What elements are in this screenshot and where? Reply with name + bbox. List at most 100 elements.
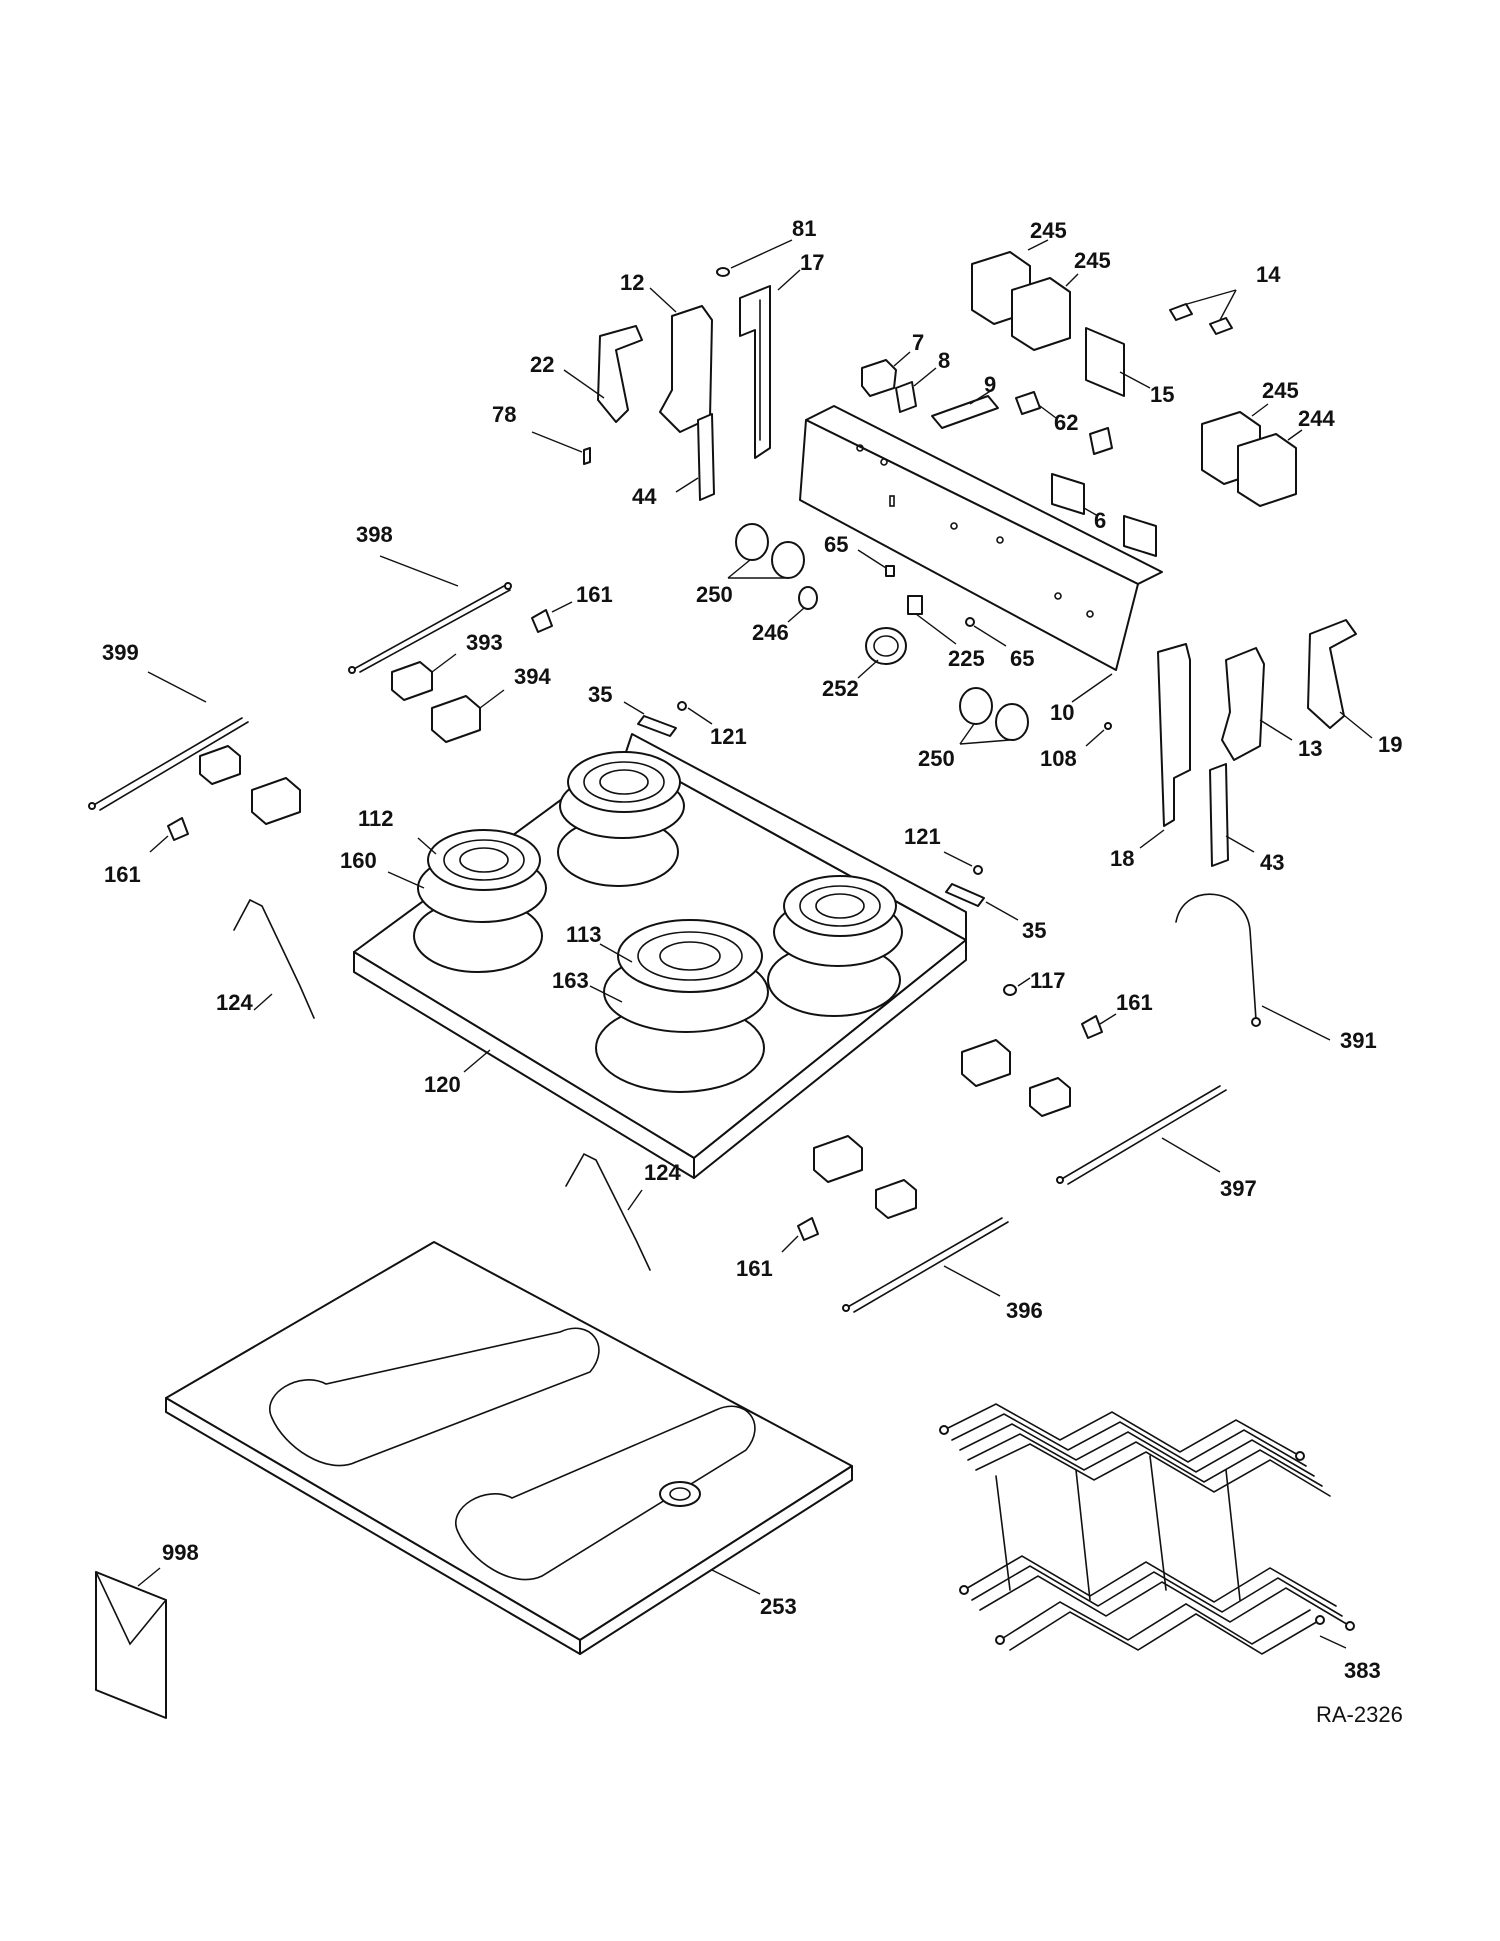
part-225-indicator: 225: [907, 595, 985, 671]
part-9-nameplate: 9: [931, 372, 999, 429]
part-250-knobs-a: 250: [696, 523, 805, 607]
callout-19: 19: [1378, 732, 1402, 757]
part-13-end-cap: 13: [1221, 647, 1322, 761]
callout-245-a: 245: [1030, 218, 1067, 243]
callout-161-b: 161: [104, 862, 141, 887]
part-124-rod-a: 124: [216, 898, 315, 1019]
callout-7: 7: [912, 330, 924, 355]
callout-120: 120: [424, 1072, 461, 1097]
callout-121-b: 121: [904, 824, 941, 849]
part-10-backguard: 10: [799, 405, 1163, 725]
callout-393: 393: [466, 630, 503, 655]
part-108-screw: 108: [1040, 722, 1112, 771]
callout-253: 253: [760, 1594, 797, 1619]
callout-112: 112: [358, 806, 394, 831]
part-252-knob: 252: [822, 627, 907, 701]
callout-35-b: 35: [1022, 918, 1046, 943]
part-14-clips: 14: [1169, 262, 1281, 335]
part-161-receptacle-d: 161: [736, 1217, 819, 1281]
part-81-screw: 81: [716, 216, 816, 277]
callout-6: 6: [1094, 508, 1106, 533]
callout-391: 391: [1340, 1028, 1377, 1053]
callout-17: 17: [800, 250, 824, 275]
callout-12: 12: [620, 270, 644, 295]
part-112-burner-left-front: 112 160: [340, 806, 547, 973]
callout-225: 225: [948, 646, 985, 671]
part-121-screw-a: 121: [677, 701, 747, 749]
callout-245-c: 245: [1262, 378, 1299, 403]
callout-22: 22: [530, 352, 554, 377]
callout-9: 9: [984, 372, 996, 397]
callout-15: 15: [1150, 382, 1174, 407]
callout-108: 108: [1040, 746, 1077, 771]
part-8-switch: 8: [895, 348, 950, 413]
part-113-burner-right-front: 113 163: [552, 919, 769, 1093]
callout-113: 113: [566, 922, 602, 947]
part-65-clip-a: 65: [824, 532, 895, 577]
part-244-switch: 244: [1237, 406, 1335, 507]
callout-78: 78: [492, 402, 516, 427]
callout-10: 10: [1050, 700, 1074, 725]
part-396-harness: 396: [813, 1135, 1043, 1323]
part-17-bracket: 17: [739, 250, 824, 459]
callout-245-b: 245: [1074, 248, 1111, 273]
callout-65-b: 65: [1010, 646, 1034, 671]
callout-121-a: 121: [710, 724, 747, 749]
callout-62: 62: [1054, 410, 1078, 435]
callout-398: 398: [356, 522, 393, 547]
part-44-bracket: 44: [632, 413, 715, 509]
part-397-harness: 397: [961, 1039, 1257, 1201]
part-35-bracket-b: 35: [945, 883, 1046, 943]
part-383-wire-harness: 383: [939, 1403, 1381, 1683]
callout-163: 163: [552, 968, 589, 993]
callout-44: 44: [632, 484, 657, 509]
part-246-knob: 246: [752, 586, 818, 645]
part-394-block: 394: [431, 664, 551, 743]
callout-394: 394: [514, 664, 551, 689]
part-35-bracket-a: 35: [588, 682, 677, 737]
callout-250-a: 250: [696, 582, 733, 607]
callout-160: 160: [340, 848, 377, 873]
callout-244: 244: [1298, 406, 1335, 431]
callout-81: 81: [792, 216, 816, 241]
callout-161-c: 161: [1116, 990, 1153, 1015]
callout-399: 399: [102, 640, 139, 665]
callout-65-a: 65: [824, 532, 848, 557]
part-12-end-cap: 12: [620, 270, 713, 433]
callout-13: 13: [1298, 736, 1322, 761]
callout-124-a: 124: [216, 990, 253, 1015]
callout-246: 246: [752, 620, 789, 645]
part-998-literature: 998: [95, 1540, 199, 1719]
callout-396: 396: [1006, 1298, 1043, 1323]
part-161-receptacle-b: 161: [104, 817, 189, 887]
part-burner-right-rear: [767, 875, 903, 1017]
callout-383: 383: [1344, 1658, 1381, 1683]
callout-252: 252: [822, 676, 859, 701]
part-78-screw: 78: [492, 402, 591, 465]
callout-397: 397: [1220, 1176, 1257, 1201]
part-117-clip: 117: [1003, 968, 1066, 996]
part-253-burner-box: 253: [165, 1241, 853, 1655]
part-161-receptacle-c: 161: [1081, 990, 1153, 1039]
callout-117: 117: [1030, 968, 1066, 993]
callout-161-d: 161: [736, 1256, 773, 1281]
part-62-switch: 62: [1015, 391, 1113, 455]
part-250-knobs-b: 250: [918, 687, 1029, 771]
callout-35-a: 35: [588, 682, 612, 707]
part-19-end-cap: 19: [1307, 619, 1402, 757]
part-15-label: 15: [1085, 327, 1174, 407]
part-6-labels: 6: [1051, 473, 1157, 557]
part-burner-left-rear: [557, 751, 685, 887]
part-393-block: 393: [391, 630, 503, 701]
part-22-end-cap: 22: [530, 325, 643, 423]
part-399-harness: 399: [88, 640, 301, 825]
callout-250-b: 250: [918, 746, 955, 771]
callout-161-a: 161: [576, 582, 613, 607]
part-65-clip-b: 65: [965, 617, 1034, 671]
part-391-wire: 391: [1175, 893, 1377, 1053]
callout-124-b: 124: [644, 1160, 681, 1185]
callout-43: 43: [1260, 850, 1284, 875]
drawing-reference: RA-2326: [1316, 1702, 1403, 1727]
part-18-bracket: 18: [1110, 643, 1191, 871]
